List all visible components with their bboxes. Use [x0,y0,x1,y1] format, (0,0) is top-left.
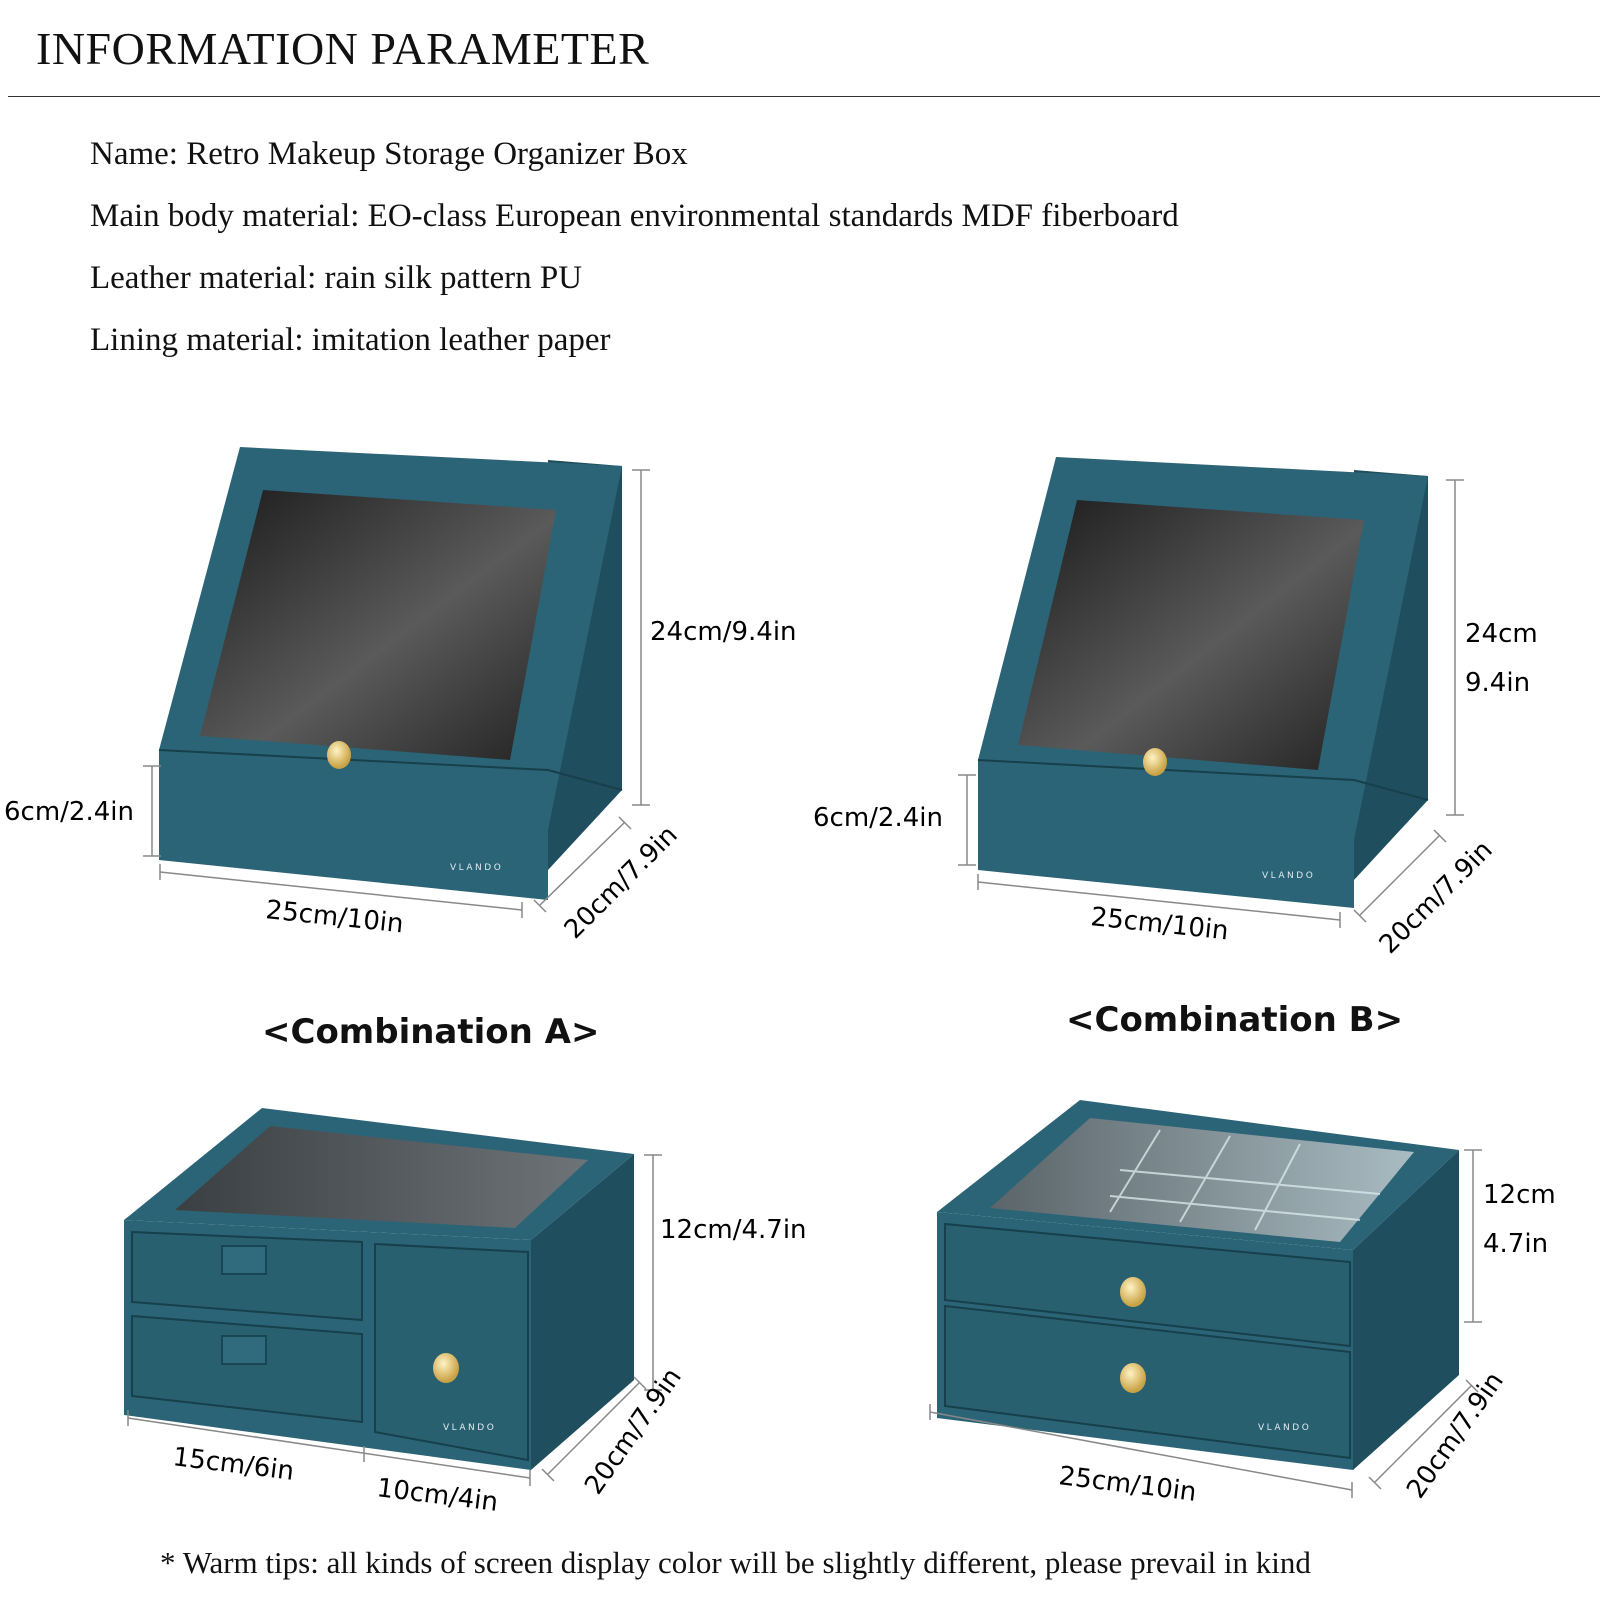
svg-text:VLANDO: VLANDO [443,1423,496,1433]
chest-b-height-cm: 12cm [1483,1180,1556,1210]
page-title: INFORMATION PARAMETER [36,23,650,74]
vanity-a-dimension-lines [143,469,650,918]
vanity-box-b: VLANDO [977,457,1429,908]
knob-icon [1120,1363,1146,1393]
vanity-b-depth: 20cm/7.9in [1374,835,1499,960]
title-divider [8,96,1600,97]
chest-a-width-right: 10cm/4in [375,1473,499,1518]
vanity-a-drawer-height: 6cm/2.4in [4,797,134,827]
chest-a-height: 12cm/4.7in [660,1215,807,1245]
drawer-tab-icon [221,1335,267,1365]
chest-b-width: 25cm/10in [1057,1461,1198,1508]
chest-b-dimension-lines [929,1149,1482,1498]
knob-icon [327,741,351,769]
info-name: Name: Retro Makeup Storage Organizer Box [90,136,688,172]
knob-icon [433,1353,459,1383]
info-lining-material: Lining material: imitation leather paper [90,322,611,358]
knob-icon [1120,1277,1146,1307]
svg-text:VLANDO: VLANDO [1258,1423,1311,1433]
svg-text:VLANDO: VLANDO [450,863,503,873]
chest-a-width-left: 15cm/6in [171,1442,295,1487]
vanity-a-height: 24cm/9.4in [650,617,797,647]
combination-b-label: <Combination B> [1066,1000,1404,1040]
vanity-b-height-in: 9.4in [1465,668,1530,698]
chest-a-dimension-lines [127,1154,662,1486]
chest-box-b: VLANDO [937,1100,1459,1470]
vanity-b-width: 25cm/10in [1089,902,1230,946]
vanity-box-a: VLANDO [158,447,623,900]
info-leather-material: Leather material: rain silk pattern PU [90,260,583,296]
warm-tips-note: * Warm tips: all kinds of screen display… [160,1545,1311,1580]
vanity-b-height-cm: 24cm [1465,619,1538,649]
vanity-a-depth: 20cm/7.9in [559,820,684,945]
info-body-material: Main body material: EO-class European en… [90,198,1179,234]
vanity-b-dimension-lines [958,479,1464,928]
drawer-tab-icon [221,1245,267,1275]
chest-b-height-in: 4.7in [1483,1229,1548,1259]
vanity-a-width: 25cm/10in [264,895,405,939]
combination-a-label: <Combination A> [262,1012,600,1052]
chest-box-a: VLANDO [124,1108,634,1470]
svg-text:VLANDO: VLANDO [1262,871,1315,881]
knob-icon [1143,748,1167,776]
vanity-b-drawer-height: 6cm/2.4in [813,803,943,833]
